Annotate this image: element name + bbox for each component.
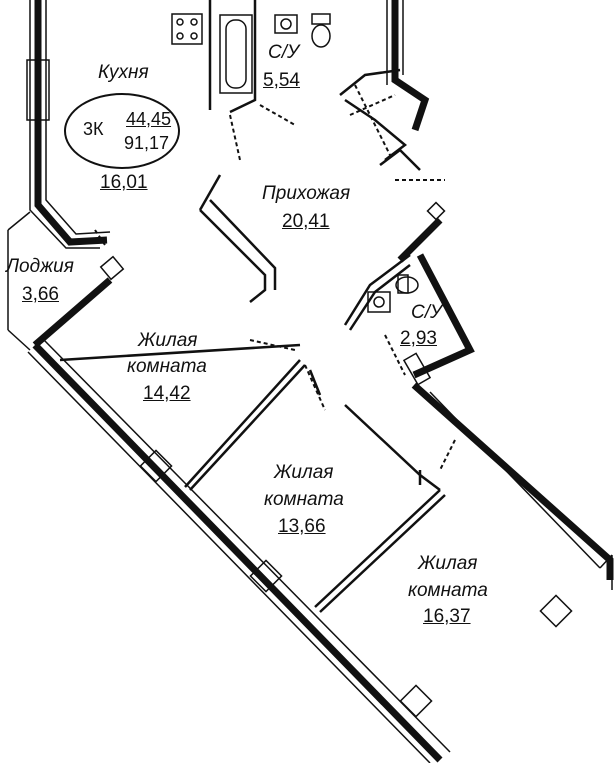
bathroom2-label: С/У: [411, 302, 443, 323]
hallway-label: Прихожая: [262, 183, 351, 204]
living1-label-line1: Жилая: [138, 330, 198, 351]
living2-label-line2: комната: [264, 489, 344, 510]
living2-area: 13,66: [278, 516, 326, 537]
door-swings: [94, 84, 456, 471]
bath1-fixtures: [274, 13, 331, 48]
living3-label-line1: Жилая: [418, 553, 478, 574]
living3-label-line2: комната: [408, 580, 488, 601]
kitchen-area: 16,01: [100, 172, 148, 193]
wall-inner-lines: [7, 0, 613, 763]
kitchen-label: Кухня: [98, 62, 149, 83]
living3-area: 16,37: [423, 606, 471, 627]
kitchen-stove: [171, 13, 203, 45]
bathroom1-label: С/У: [268, 42, 300, 63]
window-marks: [26, 59, 573, 718]
room-count: 3К: [83, 119, 104, 139]
living1-area: 14,42: [143, 383, 191, 404]
loggia-label: Лоджия: [6, 256, 74, 277]
hallway-area: 20,41: [282, 211, 330, 232]
living2-label-line1: Жилая: [274, 462, 334, 483]
bathroom1-area: 5,54: [263, 70, 300, 91]
bathroom2-area: 2,93: [400, 328, 437, 349]
loggia-area: 3,66: [22, 284, 59, 305]
apartment-summary-badge: 3К 44,45 91,17: [64, 93, 180, 169]
bath2-fixtures: [367, 274, 419, 313]
living-area: 44,45: [126, 109, 172, 129]
total-area: 91,17: [124, 133, 170, 153]
bathtub: [219, 14, 253, 94]
living1-label-line2: комната: [127, 356, 207, 377]
interior-walls: [59, 0, 446, 613]
